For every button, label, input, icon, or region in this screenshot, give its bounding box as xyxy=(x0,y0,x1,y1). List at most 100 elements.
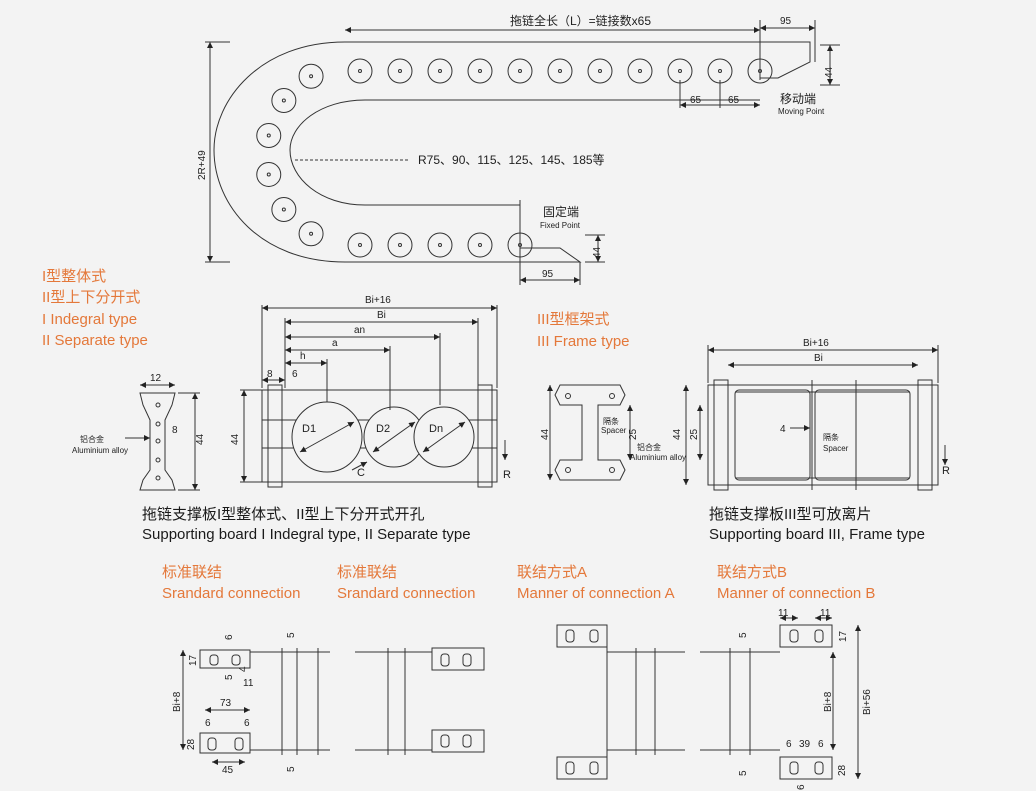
svg-text:28: 28 xyxy=(186,738,197,750)
svg-text:25: 25 xyxy=(628,428,639,440)
type-1-title-cn: I型整体式 xyxy=(42,268,107,285)
chain-link xyxy=(298,63,324,89)
standard-connection-1-cn: 标准联结 xyxy=(162,564,223,581)
type-1-title-en: I Indegral type xyxy=(42,311,138,328)
svg-text:5: 5 xyxy=(286,766,297,772)
chain-link xyxy=(667,58,693,84)
chain-link xyxy=(427,232,453,258)
chain-pin xyxy=(309,74,314,79)
svg-text:R: R xyxy=(942,465,950,477)
svg-text:4: 4 xyxy=(780,424,786,435)
svg-text:Bi+16: Bi+16 xyxy=(365,295,391,306)
chain-pin xyxy=(518,69,522,73)
svg-text:8: 8 xyxy=(172,425,178,436)
chain-pin xyxy=(598,69,602,73)
svg-text:6: 6 xyxy=(292,369,298,380)
chain-link xyxy=(627,58,653,84)
board-type-1-2 xyxy=(125,305,508,491)
connection-dim-labels: 6 4 5 5 11 17 Bi+8 73 6 6 28 45 5 5 5 11… xyxy=(172,608,873,790)
chain-pin xyxy=(558,69,562,73)
svg-text:5: 5 xyxy=(738,770,749,776)
svg-text:5: 5 xyxy=(738,632,749,638)
board-3-labels: Bi+16 Bi 44 25 44 25 隔条 Spacer 隔条 Spacer… xyxy=(540,338,950,477)
caption-board-1-2-cn: 拖链支撑板I型整体式、II型上下分开式开孔 xyxy=(142,506,425,523)
chain-link xyxy=(387,232,413,258)
svg-text:17: 17 xyxy=(188,654,199,666)
connection-b-cn: 联结方式B xyxy=(717,564,788,581)
svg-text:11: 11 xyxy=(778,608,789,619)
chain-pin xyxy=(266,172,271,177)
chain-pin xyxy=(678,69,682,73)
chain-pin xyxy=(281,207,286,212)
standard-connection-1 xyxy=(180,648,330,765)
svg-text:11: 11 xyxy=(243,678,254,689)
svg-text:5: 5 xyxy=(286,632,297,638)
svg-text:73: 73 xyxy=(220,698,232,709)
svg-text:D2: D2 xyxy=(376,423,390,435)
svg-text:17: 17 xyxy=(838,630,849,642)
svg-text:Dn: Dn xyxy=(429,423,443,435)
svg-text:隔条: 隔条 xyxy=(823,432,839,442)
chain-link xyxy=(256,161,282,187)
chain-link xyxy=(387,58,413,84)
chain-link xyxy=(467,232,493,258)
chain-link xyxy=(256,123,282,149)
chain-link xyxy=(547,58,573,84)
type-2-title-en: II Separate type xyxy=(42,332,148,349)
svg-text:R75、90、115、125、145、185等: R75、90、115、125、145、185等 xyxy=(418,153,605,167)
svg-text:65: 65 xyxy=(690,95,702,106)
chain-pin xyxy=(718,69,722,73)
svg-text:Aluminium alloy: Aluminium alloy xyxy=(72,446,128,455)
type-2-title-cn: II型上下分开式 xyxy=(42,289,141,306)
top-dimension-labels: 拖链全长（L）=链接数x65 95 44 65 65 移动端 Moving Po… xyxy=(197,13,835,280)
svg-text:28: 28 xyxy=(837,764,848,776)
chain-pin xyxy=(398,69,402,73)
svg-text:44: 44 xyxy=(540,428,551,440)
chain-link xyxy=(298,221,324,247)
standard-connection-2 xyxy=(355,647,485,755)
chain-pin xyxy=(638,69,642,73)
svg-text:铝合金: 铝合金 xyxy=(637,442,661,452)
chain-pin xyxy=(478,243,482,247)
svg-text:5: 5 xyxy=(224,674,235,680)
standard-connection-2-en: Srandard connection xyxy=(337,585,476,602)
svg-text:Aluminium alloy: Aluminium alloy xyxy=(630,453,686,462)
svg-text:6: 6 xyxy=(818,739,824,750)
chain-pin xyxy=(281,98,286,103)
svg-text:移动端: 移动端 xyxy=(780,92,816,106)
svg-text:Bi+16: Bi+16 xyxy=(803,338,829,349)
caption-board-3-cn: 拖链支撑板III型可放离片 xyxy=(709,506,872,523)
svg-text:44: 44 xyxy=(672,428,683,440)
board-1-2-labels: Bi+16 Bi an a h 8 6 12 8 44 44 铝合金 Alumi… xyxy=(72,295,511,481)
svg-text:12: 12 xyxy=(150,373,162,384)
svg-text:44: 44 xyxy=(195,433,206,445)
caption-board-3-en: Supporting board III, Frame type xyxy=(709,526,925,543)
chain-link xyxy=(347,232,373,258)
svg-text:Bi: Bi xyxy=(814,353,823,364)
type-3-title-cn: III型框架式 xyxy=(537,311,610,328)
connection-a-en: Manner of connection A xyxy=(517,585,675,602)
chain-link xyxy=(467,58,493,84)
drag-chain-side-view xyxy=(205,20,840,285)
svg-text:C: C xyxy=(357,467,365,479)
svg-text:固定端: 固定端 xyxy=(543,204,579,219)
chain-pin xyxy=(309,231,314,236)
svg-text:R: R xyxy=(503,469,511,481)
svg-text:95: 95 xyxy=(542,269,554,280)
chain-pin xyxy=(358,243,362,247)
connection-a-cn: 联结方式A xyxy=(517,564,588,581)
chain-pin xyxy=(266,133,271,138)
svg-text:Bi+56: Bi+56 xyxy=(862,689,873,715)
svg-text:6: 6 xyxy=(224,634,235,640)
svg-text:6: 6 xyxy=(205,718,211,729)
chain-pin xyxy=(438,69,442,73)
svg-text:an: an xyxy=(354,325,365,336)
svg-text:6: 6 xyxy=(244,718,250,729)
svg-text:D1: D1 xyxy=(302,423,316,435)
svg-text:39: 39 xyxy=(799,739,811,750)
svg-text:45: 45 xyxy=(222,765,234,776)
chain-pin xyxy=(358,69,362,73)
chain-link xyxy=(271,88,297,114)
svg-text:44: 44 xyxy=(230,433,241,445)
caption-board-1-2-en: Supporting board I Indegral type, II Sep… xyxy=(142,526,471,543)
